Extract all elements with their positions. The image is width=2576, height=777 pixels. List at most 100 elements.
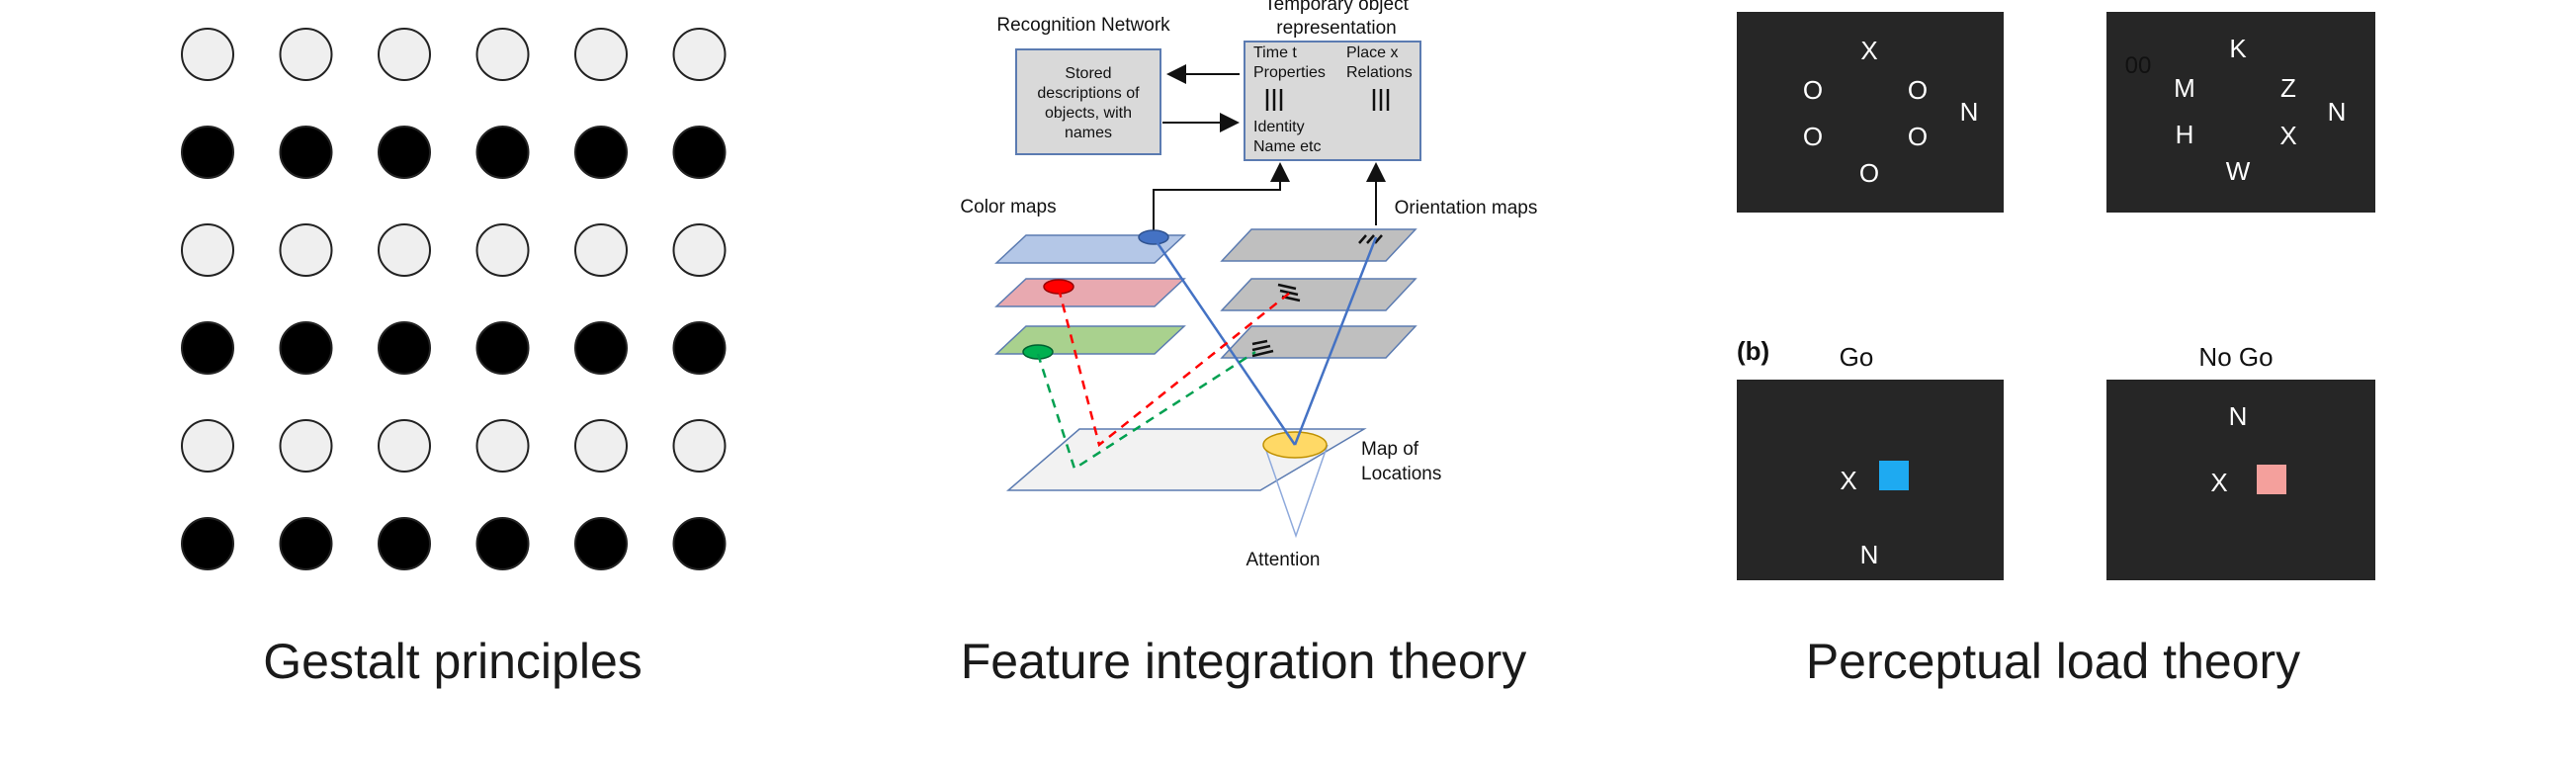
high-load-k: K: [2229, 34, 2247, 63]
dark-dot: [574, 126, 628, 179]
map-of-locations-line-1: Map of: [1361, 439, 1419, 460]
light-dot: [672, 28, 727, 81]
green-feature-spot: [1022, 344, 1054, 360]
light-dot: [475, 419, 530, 473]
light-dot: [574, 28, 628, 81]
temporary-title-line-1: Temporary object: [1264, 0, 1409, 15]
light-dot: [672, 223, 727, 277]
red-color-map: [994, 278, 1186, 307]
dark-dot: [475, 517, 530, 570]
relations-label: Relations: [1346, 64, 1413, 81]
green-dashed-link: [1036, 350, 1256, 471]
dark-dot: [475, 321, 530, 375]
identity-label: Identity: [1253, 119, 1305, 135]
map-of-locations-line-2: Locations: [1361, 464, 1441, 484]
light-dot: [475, 28, 530, 81]
dark-dot: [279, 126, 333, 179]
orientation-map-3: [1220, 325, 1417, 359]
high-load-x: X: [2279, 121, 2296, 150]
light-dot: [475, 223, 530, 277]
dark-dot: [181, 517, 234, 570]
orientation-maps-label: Orientation maps: [1395, 198, 1538, 218]
low-load-distractor-n: N: [1960, 97, 1979, 127]
dark-dot: [378, 321, 431, 375]
name-etc-label: Name etc: [1253, 138, 1321, 155]
high-load-h: H: [2176, 120, 2194, 149]
attention-label: Attention: [1246, 550, 1321, 570]
red-feature-spot: [1043, 279, 1074, 295]
caption-gestalt: Gestalt principles: [263, 634, 643, 689]
screen-no-go: [2106, 380, 2375, 580]
low-load-o-2: O: [1908, 75, 1928, 105]
screen-high-load: [2106, 12, 2375, 213]
dark-dot: [279, 517, 333, 570]
dark-dot: [475, 126, 530, 179]
orientation-map-1: [1220, 228, 1417, 262]
stored-desc-line-3: objects, with: [1045, 105, 1132, 122]
dark-dot: [181, 126, 234, 179]
red-dashed-link: [1057, 288, 1291, 448]
light-dot: [672, 419, 727, 473]
blue-link-color: [1152, 236, 1297, 446]
light-dot: [279, 223, 333, 277]
light-dot: [574, 419, 628, 473]
high-load-distractor-n: N: [2328, 97, 2347, 127]
blue-link-orientation: [1293, 236, 1378, 446]
light-dot: [279, 419, 333, 473]
light-dot: [574, 223, 628, 277]
light-dot: [378, 223, 431, 277]
dark-dot: [672, 126, 727, 179]
time-t-label: Time t: [1253, 44, 1297, 61]
orientation-map-2: [1220, 278, 1417, 311]
high-load-z: Z: [2280, 73, 2296, 103]
low-load-o-4: O: [1908, 122, 1928, 151]
attention-cone: [1263, 444, 1329, 539]
low-load-x: X: [1860, 36, 1877, 65]
blue-color-map: [994, 234, 1186, 264]
caption-plt: Perceptual load theory: [1806, 634, 2300, 689]
go-label: Go: [1840, 342, 1874, 372]
stored-desc-line-4: names: [1065, 125, 1112, 141]
go-distractor-n: N: [1860, 540, 1879, 569]
light-dot: [378, 28, 431, 81]
light-dot: [279, 28, 333, 81]
dark-dot: [181, 321, 234, 375]
horizontal-bars-icon: [1251, 339, 1274, 358]
low-load-o-1: O: [1803, 75, 1823, 105]
high-load-w: W: [2226, 156, 2251, 186]
go-center-x: X: [1840, 466, 1856, 495]
temporary-title-line-2: representation: [1276, 18, 1396, 39]
low-load-o-5: O: [1859, 158, 1879, 188]
dark-dot: [574, 321, 628, 375]
dark-dot: [672, 517, 727, 570]
panel-b-label: (b): [1737, 336, 1769, 366]
go-blue-square: [1879, 461, 1909, 490]
caption-fit: Feature integration theory: [961, 634, 1527, 689]
stored-desc-line-2: descriptions of: [1037, 85, 1140, 102]
screen-go: [1737, 380, 2004, 580]
stored-desc-line-1: Stored: [1065, 65, 1111, 82]
no-go-label: No Go: [2198, 342, 2273, 372]
nogo-center-x: X: [2210, 468, 2227, 497]
dark-dot: [279, 321, 333, 375]
property-bars-icon: [1265, 89, 1283, 111]
dark-dot: [672, 321, 727, 375]
light-dot: [181, 419, 234, 473]
recognition-network-label: Recognition Network: [996, 15, 1170, 36]
nogo-pink-square: [2257, 465, 2286, 494]
color-maps-label: Color maps: [960, 197, 1056, 217]
diagonal-bars-icon: [1358, 234, 1383, 244]
light-dot: [378, 419, 431, 473]
stored-descriptions-box: [1015, 48, 1161, 155]
screen-low-load: [1737, 12, 2004, 213]
arrow-color-to-temporary: [1153, 162, 1290, 235]
light-dot: [181, 223, 234, 277]
high-load-00: 00: [2125, 52, 2152, 79]
place-x-label: Place x: [1346, 44, 1398, 61]
high-load-m: M: [2174, 73, 2195, 103]
plt-panels: X O O O O O N K 00 M Z H X W N (b) Go No…: [1737, 12, 2375, 580]
gestalt-dot-grid: [181, 28, 727, 570]
nogo-distractor-n: N: [2229, 401, 2248, 431]
dark-dot: [378, 126, 431, 179]
